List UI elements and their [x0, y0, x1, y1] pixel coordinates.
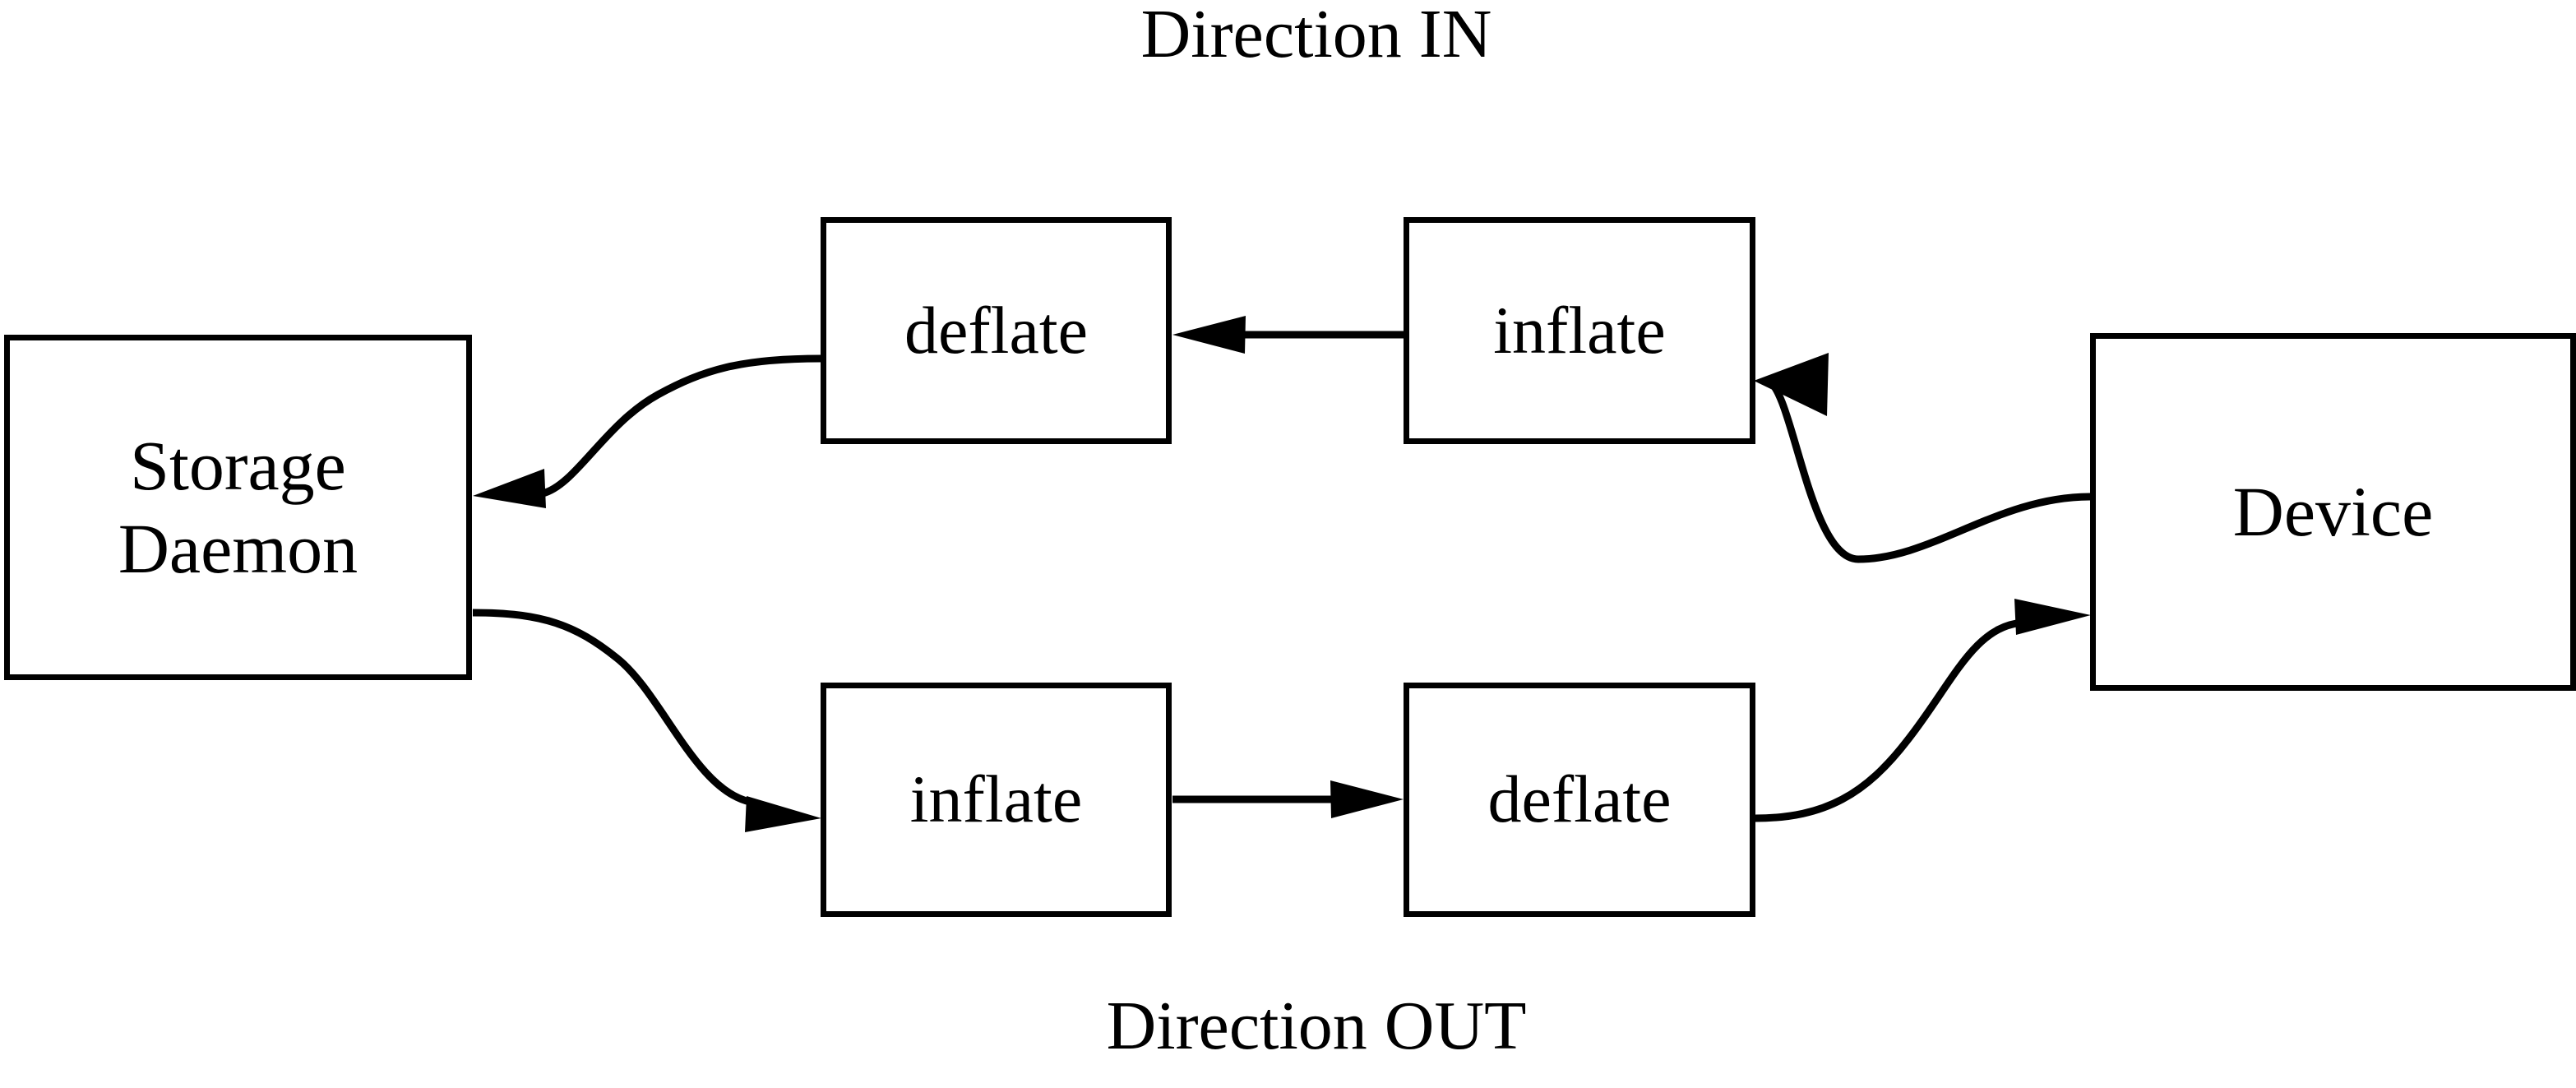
node-deflate-in[interactable]: deflate [821, 217, 1172, 444]
arrowhead-left [1172, 316, 1246, 354]
edge-device-to-inflate-in [1754, 353, 2091, 563]
node-deflate-out[interactable]: deflate [1404, 683, 1755, 917]
node-device[interactable]: Device [2090, 333, 2576, 691]
node-storage-daemon[interactable]: Storage Daemon [4, 335, 472, 680]
direction-out-caption: Direction OUT [1106, 988, 1527, 1064]
edge-storage-daemon-to-inflate-out [472, 609, 821, 832]
edge-deflate-out-to-device [1755, 599, 2091, 822]
arrowhead-right [2014, 599, 2091, 635]
node-deflate-out-label: deflate [1487, 762, 1672, 837]
edge-deflate-in-to-storage-daemon [473, 354, 821, 508]
node-storage-daemon-label-line1: Storage [130, 425, 346, 505]
node-device-label: Device [2232, 471, 2434, 551]
node-inflate-in-label: inflate [1493, 292, 1666, 368]
arrowhead-right [745, 796, 821, 832]
node-inflate-in[interactable]: inflate [1404, 217, 1755, 444]
arrowhead-left [1754, 353, 1829, 416]
node-inflate-out[interactable]: inflate [821, 683, 1172, 917]
edge-inflate-out-to-deflate-out [1172, 780, 1404, 818]
arrowhead-left [473, 469, 546, 508]
direction-in-caption: Direction IN [1140, 0, 1492, 72]
node-deflate-in-label: deflate [904, 292, 1089, 368]
node-inflate-out-label: inflate [909, 762, 1083, 837]
node-storage-daemon-label-line2: Daemon [118, 509, 358, 588]
arrowhead-right [1330, 780, 1404, 818]
edge-inflate-in-to-deflate-in [1172, 316, 1404, 354]
